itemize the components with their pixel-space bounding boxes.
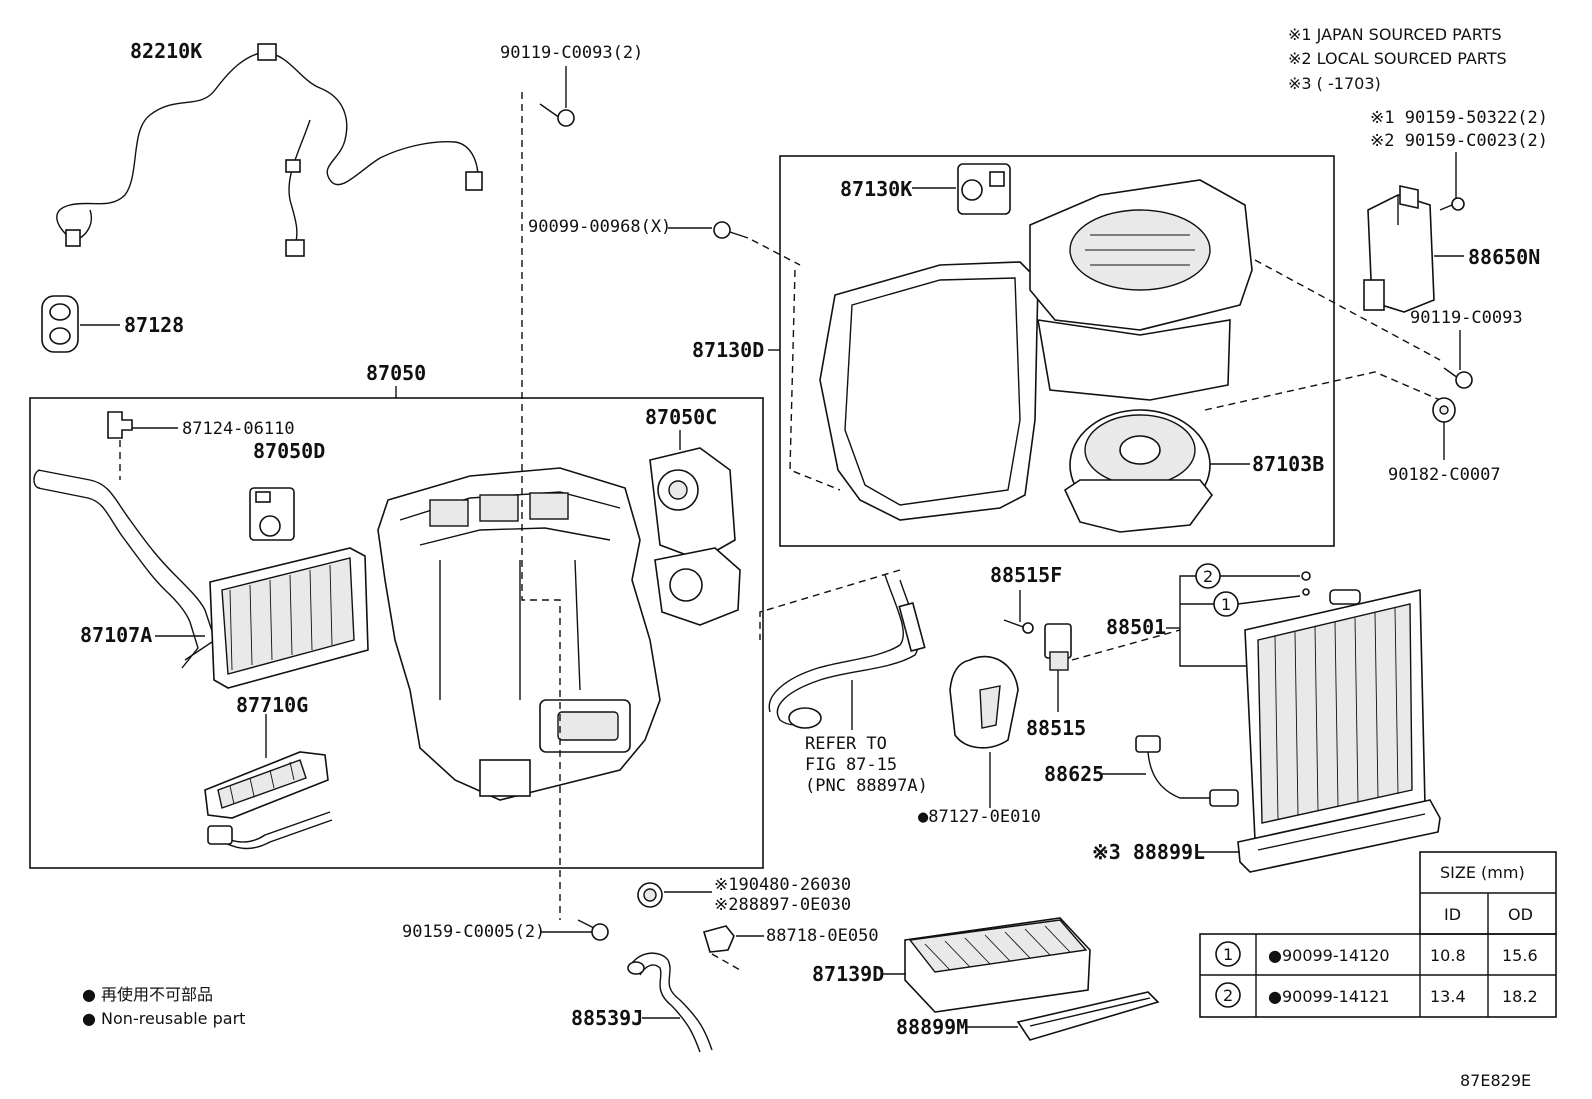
label-87130D: 87130D — [692, 338, 764, 362]
label-88625: 88625 — [1044, 762, 1104, 786]
refer-pnc-text: (PNC 88897A) — [805, 776, 928, 796]
size-table-row1-num: 1 — [1223, 945, 1233, 964]
refer-fig-text: FIG 87-15 — [805, 755, 897, 775]
legend-local-sourced: ※2 LOCAL SOURCED PARTS — [1288, 49, 1507, 68]
cover-88899L[interactable] — [1237, 799, 1441, 873]
label-87050D: 87050D — [253, 439, 325, 463]
cover-88899M[interactable] — [1016, 991, 1160, 1041]
label-88897: ※288897-0E030 — [714, 895, 851, 915]
sensor-88515[interactable] — [1044, 623, 1072, 671]
o-ring-1[interactable] — [1302, 588, 1310, 596]
label-90159-C0023: ※2 90159-C0023(2) — [1370, 131, 1548, 151]
clip-87124[interactable] — [107, 411, 133, 439]
refer-to-text: REFER TO — [805, 734, 887, 754]
air-filter-87139D[interactable] — [904, 917, 1091, 1013]
screw-90119-module[interactable] — [1443, 367, 1473, 389]
label-88515F: 88515F — [990, 563, 1062, 587]
screw-90159-C0005[interactable] — [577, 919, 609, 941]
size-table-row2-od: 18.2 — [1502, 987, 1538, 1006]
size-table-title: SIZE (mm) — [1440, 863, 1525, 882]
label-90099-00968: 90099-00968(X) — [528, 217, 671, 237]
grommet-87128[interactable] — [41, 295, 79, 353]
label-88539J: 88539J — [571, 1006, 643, 1030]
label-87128: 87128 — [124, 313, 184, 337]
label-88515: 88515 — [1026, 716, 1086, 740]
nut-90182[interactable] — [1432, 397, 1456, 423]
label-87107A: 87107A — [80, 623, 152, 647]
drain-hose-refer[interactable] — [768, 574, 926, 729]
control-module-88650N[interactable] — [1363, 185, 1435, 313]
label-87139D: 87139D — [812, 962, 884, 986]
label-88501: 88501 — [1106, 615, 1166, 639]
label-87130K: 87130K — [840, 177, 912, 201]
o-ring-2[interactable] — [1301, 571, 1311, 581]
size-table-row2-id: 13.4 — [1430, 987, 1466, 1006]
figure-code: 87E829E — [1460, 1071, 1531, 1090]
size-table-col-od: OD — [1508, 905, 1533, 924]
blower-motor-87103B[interactable] — [1063, 409, 1214, 533]
label-88718: 88718-0E050 — [766, 926, 879, 946]
label-90182: 90182-C0007 — [1388, 465, 1501, 485]
grommet-90480[interactable] — [637, 882, 663, 908]
label-87050: 87050 — [366, 361, 426, 385]
screw-90159-module[interactable] — [1439, 197, 1465, 211]
blower-case-87130D[interactable] — [819, 179, 1253, 521]
evaporator-87107A[interactable] — [33, 469, 369, 689]
servo-motor-87050D[interactable] — [249, 487, 295, 541]
blower-unit-group-frame — [779, 155, 1335, 547]
heater-case-87050[interactable] — [377, 467, 661, 801]
label-88899L: ※3 88899L — [1092, 840, 1205, 864]
label-90159-50322: ※1 90159-50322(2) — [1370, 108, 1548, 128]
servo-motor-87050C[interactable] — [649, 447, 741, 626]
wire-88625[interactable] — [1135, 735, 1239, 807]
servo-motor-87130K[interactable] — [957, 163, 1011, 215]
label-90159-C0005: 90159-C0005(2) — [402, 922, 545, 942]
seal-87127[interactable] — [949, 655, 1019, 749]
footnote-japanese: ● 再使用不可部品 — [82, 985, 213, 1004]
label-87127: ●87127-0E010 — [918, 807, 1041, 827]
screw-90099[interactable] — [713, 221, 749, 239]
callout-1: 1 — [1221, 595, 1231, 614]
heater-core-87710G[interactable] — [204, 751, 333, 850]
size-table-col-id: ID — [1444, 905, 1461, 924]
wire-harness-82210K[interactable] — [56, 43, 483, 257]
legend-date-range: ※3 ( -1703) — [1288, 74, 1381, 93]
label-90119-C0093: 90119-C0093 — [1410, 308, 1523, 328]
size-table — [1199, 851, 1557, 1018]
label-90119-2: 90119-C0093(2) — [500, 43, 643, 63]
size-table-row1-od: 15.6 — [1502, 946, 1538, 965]
label-82210K: 82210K — [130, 39, 202, 63]
label-90480: ※190480-26030 — [714, 875, 851, 895]
size-table-row1-id: 10.8 — [1430, 946, 1466, 965]
legend-japan-sourced: ※1 JAPAN SOURCED PARTS — [1288, 25, 1502, 44]
screw-90119-top[interactable] — [539, 103, 575, 127]
size-table-row1-part: ●90099-14120 — [1268, 946, 1390, 965]
size-table-row2-part: ●90099-14121 — [1268, 987, 1390, 1006]
label-87050C: 87050C — [645, 405, 717, 429]
screw-88515F[interactable] — [1003, 619, 1034, 634]
label-87103B: 87103B — [1252, 452, 1324, 476]
callout-2: 2 — [1203, 567, 1213, 586]
label-87710G: 87710G — [236, 693, 308, 717]
label-88899M: 88899M — [896, 1015, 968, 1039]
evaporator-88501[interactable] — [1244, 589, 1426, 841]
label-88650N: 88650N — [1468, 245, 1540, 269]
bracket-88718[interactable] — [702, 925, 735, 953]
hose-88539J[interactable] — [627, 952, 713, 1053]
footnote-non-reusable: ● Non-reusable part — [82, 1009, 245, 1028]
size-table-row2-num: 2 — [1223, 986, 1233, 1005]
label-87124: 87124-06110 — [182, 419, 295, 439]
